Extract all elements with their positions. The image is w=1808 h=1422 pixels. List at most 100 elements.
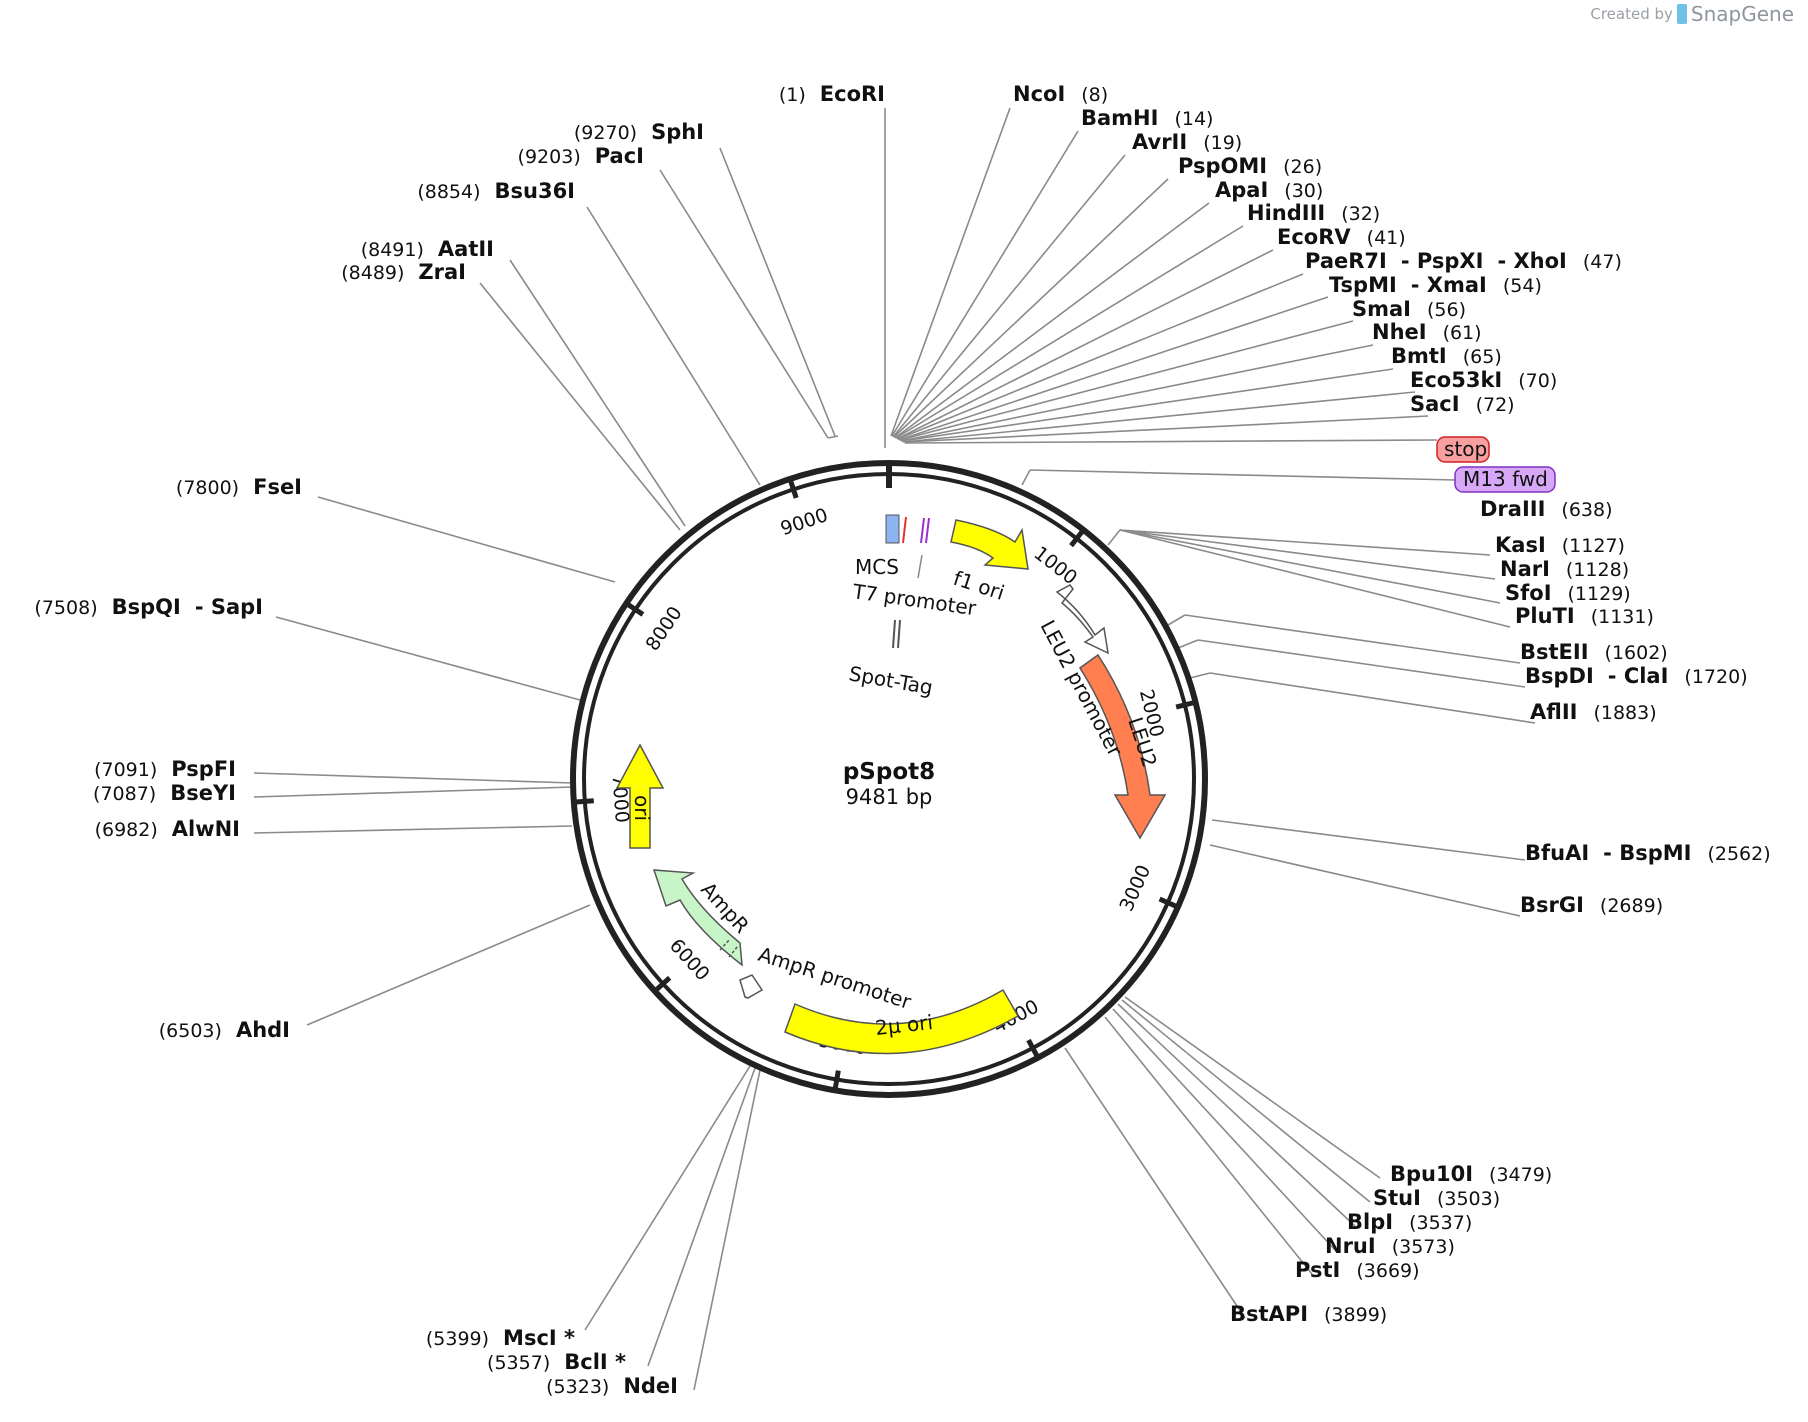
restriction-site-pspfi[interactable]: (7091)PspFI	[94, 757, 236, 781]
restriction-site-bcli[interactable]: (5357)BclI *	[487, 1350, 626, 1374]
primers: stop M13 fwd	[1436, 436, 1556, 493]
site-enzyme-name: BclI *	[564, 1350, 626, 1374]
ori-arrow[interactable]	[615, 743, 665, 849]
restriction-site-avrii[interactable]: AvrII(19)	[1132, 130, 1242, 154]
site-enzyme-name: NheI	[1372, 320, 1427, 344]
restriction-site-paci[interactable]: (9203)PacI	[518, 144, 644, 168]
restriction-site-bseyi[interactable]: (7087)BseYI	[93, 781, 236, 805]
site-enzyme-name: DraIII	[1480, 497, 1545, 521]
restriction-site-sphi[interactable]: (9270)SphI	[574, 120, 704, 144]
restriction-site-bstapi[interactable]: BstAPI(3899)	[1230, 1302, 1387, 1326]
restriction-site-draiii[interactable]: DraIII(638)	[1480, 497, 1613, 521]
2mu-ori-feature[interactable]	[784, 988, 1020, 1055]
site-position: (47)	[1583, 251, 1622, 273]
t7-promoter-feature[interactable]	[902, 516, 907, 544]
site-position: (8489)	[341, 262, 404, 284]
restriction-site-msci[interactable]: (5399) MscI *	[426, 1326, 575, 1350]
site-enzyme-name: SmaI	[1352, 297, 1411, 321]
site-enzyme-name: BmtI	[1391, 344, 1447, 368]
restriction-site-bspdi[interactable]: BspDI- ClaI(1720)	[1525, 664, 1748, 688]
site-position: (19)	[1203, 132, 1242, 154]
restriction-site-apai[interactable]: ApaI(30)	[1215, 178, 1323, 202]
ori-label: ori	[630, 795, 654, 821]
restriction-site-bsu36i[interactable]: (8854)Bsu36I	[417, 179, 575, 203]
leu2-promoter-arrow[interactable]	[1055, 584, 1109, 655]
origin-marker	[886, 462, 892, 488]
site-enzyme-name: AflII	[1530, 700, 1577, 724]
mcs-feature[interactable]	[885, 514, 900, 544]
site-position: (7087)	[93, 783, 156, 805]
site-position: (2562)	[1707, 843, 1770, 865]
restriction-site-bamhi[interactable]: BamHI(14)	[1081, 106, 1213, 130]
restriction-site-bsteii[interactable]: BstEII(1602)	[1520, 640, 1668, 664]
restriction-site-ncoi[interactable]: NcoI(8)	[1013, 82, 1108, 106]
restriction-site-sfoi[interactable]: SfoI(1129)	[1505, 581, 1631, 605]
site-position: (1)	[779, 84, 806, 106]
snapgene-flag-icon	[1676, 4, 1687, 24]
restriction-site-bspqi[interactable]: (7508)BspQI- SapI	[34, 595, 263, 619]
site-enzyme-name: MscI *	[503, 1326, 575, 1350]
site-enzyme-name: AatII	[438, 237, 494, 261]
restriction-site-tspmi[interactable]: TspMI- XmaI(54)	[1329, 273, 1542, 297]
restriction-site-bsrgi[interactable]: BsrGI(2689)	[1520, 893, 1663, 917]
spot-tag-feature[interactable]	[920, 517, 925, 544]
site-enzyme-name: BspQI	[112, 595, 181, 619]
plasmid-length: 9481 bp	[846, 785, 933, 809]
site-position: (3503)	[1437, 1188, 1500, 1210]
site-position: (14)	[1174, 108, 1213, 130]
ampr-promoter-arrow[interactable]	[739, 974, 764, 999]
ampr-arrow[interactable]	[652, 869, 743, 967]
restriction-site-ndei[interactable]: (5323)NdeI	[546, 1374, 678, 1398]
restriction-site-alwni[interactable]: (6982)AlwNI	[95, 817, 240, 841]
restriction-site-saci[interactable]: SacI(72)	[1410, 392, 1515, 416]
site-enzyme-name: BlpI	[1347, 1210, 1393, 1234]
restriction-site-paer7i[interactable]: PaeR7I- PspXI- XhoI(47)	[1305, 249, 1622, 273]
site-position: (72)	[1476, 394, 1515, 416]
site-position: (2689)	[1600, 895, 1663, 917]
restriction-site-smai[interactable]: SmaI (56)	[1352, 297, 1466, 321]
site-position: (56)	[1427, 299, 1466, 321]
restriction-site-pluti[interactable]: PluTI(1131)	[1515, 604, 1654, 628]
restriction-site-aatii[interactable]: (8491)AatII	[361, 237, 494, 261]
restriction-site-stui[interactable]: StuI(3503)	[1373, 1186, 1500, 1210]
restriction-site-zrai[interactable]: (8489)ZraI	[341, 260, 466, 284]
restriction-site-ahdi[interactable]: (6503) AhdI	[159, 1018, 290, 1042]
site-enzyme-name: AlwNI	[172, 817, 240, 841]
restriction-site-blpi[interactable]: BlpI(3537)	[1347, 1210, 1472, 1234]
restriction-site-ecori[interactable]: (1)EcoRI	[779, 82, 885, 106]
site-enzyme-name: PstI	[1295, 1258, 1340, 1282]
site-position: (5399)	[426, 1328, 489, 1350]
restriction-site-bmti[interactable]: BmtI(65)	[1391, 344, 1502, 368]
restriction-site-nhei[interactable]: NheI (61)	[1372, 320, 1482, 344]
stop-primer[interactable]	[1436, 436, 1490, 463]
site-enzyme-name: - BspMI	[1603, 841, 1691, 865]
site-position: (30)	[1284, 180, 1323, 202]
restriction-site-pspomi[interactable]: PspOMI(26)	[1178, 154, 1322, 178]
restriction-site-aflii[interactable]: AflII(1883)	[1530, 700, 1657, 724]
stop-primer-label: stop	[1444, 437, 1487, 461]
site-position: (6503)	[159, 1020, 222, 1042]
site-enzyme-name: AhdI	[236, 1018, 290, 1042]
site-enzyme-name: Bsu36I	[495, 179, 576, 203]
restriction-site-hindiii[interactable]: HindIII(32)	[1247, 201, 1380, 225]
restriction-site-kasi[interactable]: KasI(1127)	[1495, 533, 1625, 557]
restriction-site-nari[interactable]: NarI(1128)	[1500, 557, 1629, 581]
restriction-site-nrui[interactable]: NruI(3573)	[1325, 1234, 1455, 1258]
tick-label: 3000	[1116, 862, 1156, 915]
site-position: (5323)	[546, 1376, 609, 1398]
restriction-site-fsei[interactable]: (7800)FseI	[176, 475, 302, 499]
restriction-site-psti[interactable]: PstI(3669)	[1295, 1258, 1420, 1282]
site-enzyme-name: Eco53kI	[1410, 368, 1502, 392]
tick-mark	[787, 478, 799, 499]
m13-fwd-primer[interactable]	[1454, 466, 1556, 493]
f1-ori-arrow[interactable]	[950, 519, 1029, 570]
site-enzyme-name: PacI	[595, 144, 644, 168]
leu2-arrow[interactable]	[1078, 653, 1167, 840]
restriction-site-bfuai[interactable]: BfuAI- BspMI(2562)	[1525, 841, 1771, 865]
restriction-site-bpu10i[interactable]: Bpu10I(3479)	[1390, 1162, 1552, 1186]
site-position: (61)	[1443, 322, 1482, 344]
tick-label: 6000	[665, 935, 714, 986]
restriction-site-ecorv[interactable]: EcoRV(41)	[1277, 225, 1406, 249]
restriction-site-eco53ki[interactable]: Eco53kI(70)	[1410, 368, 1557, 392]
site-enzyme-name: PaeR7I	[1305, 249, 1387, 273]
